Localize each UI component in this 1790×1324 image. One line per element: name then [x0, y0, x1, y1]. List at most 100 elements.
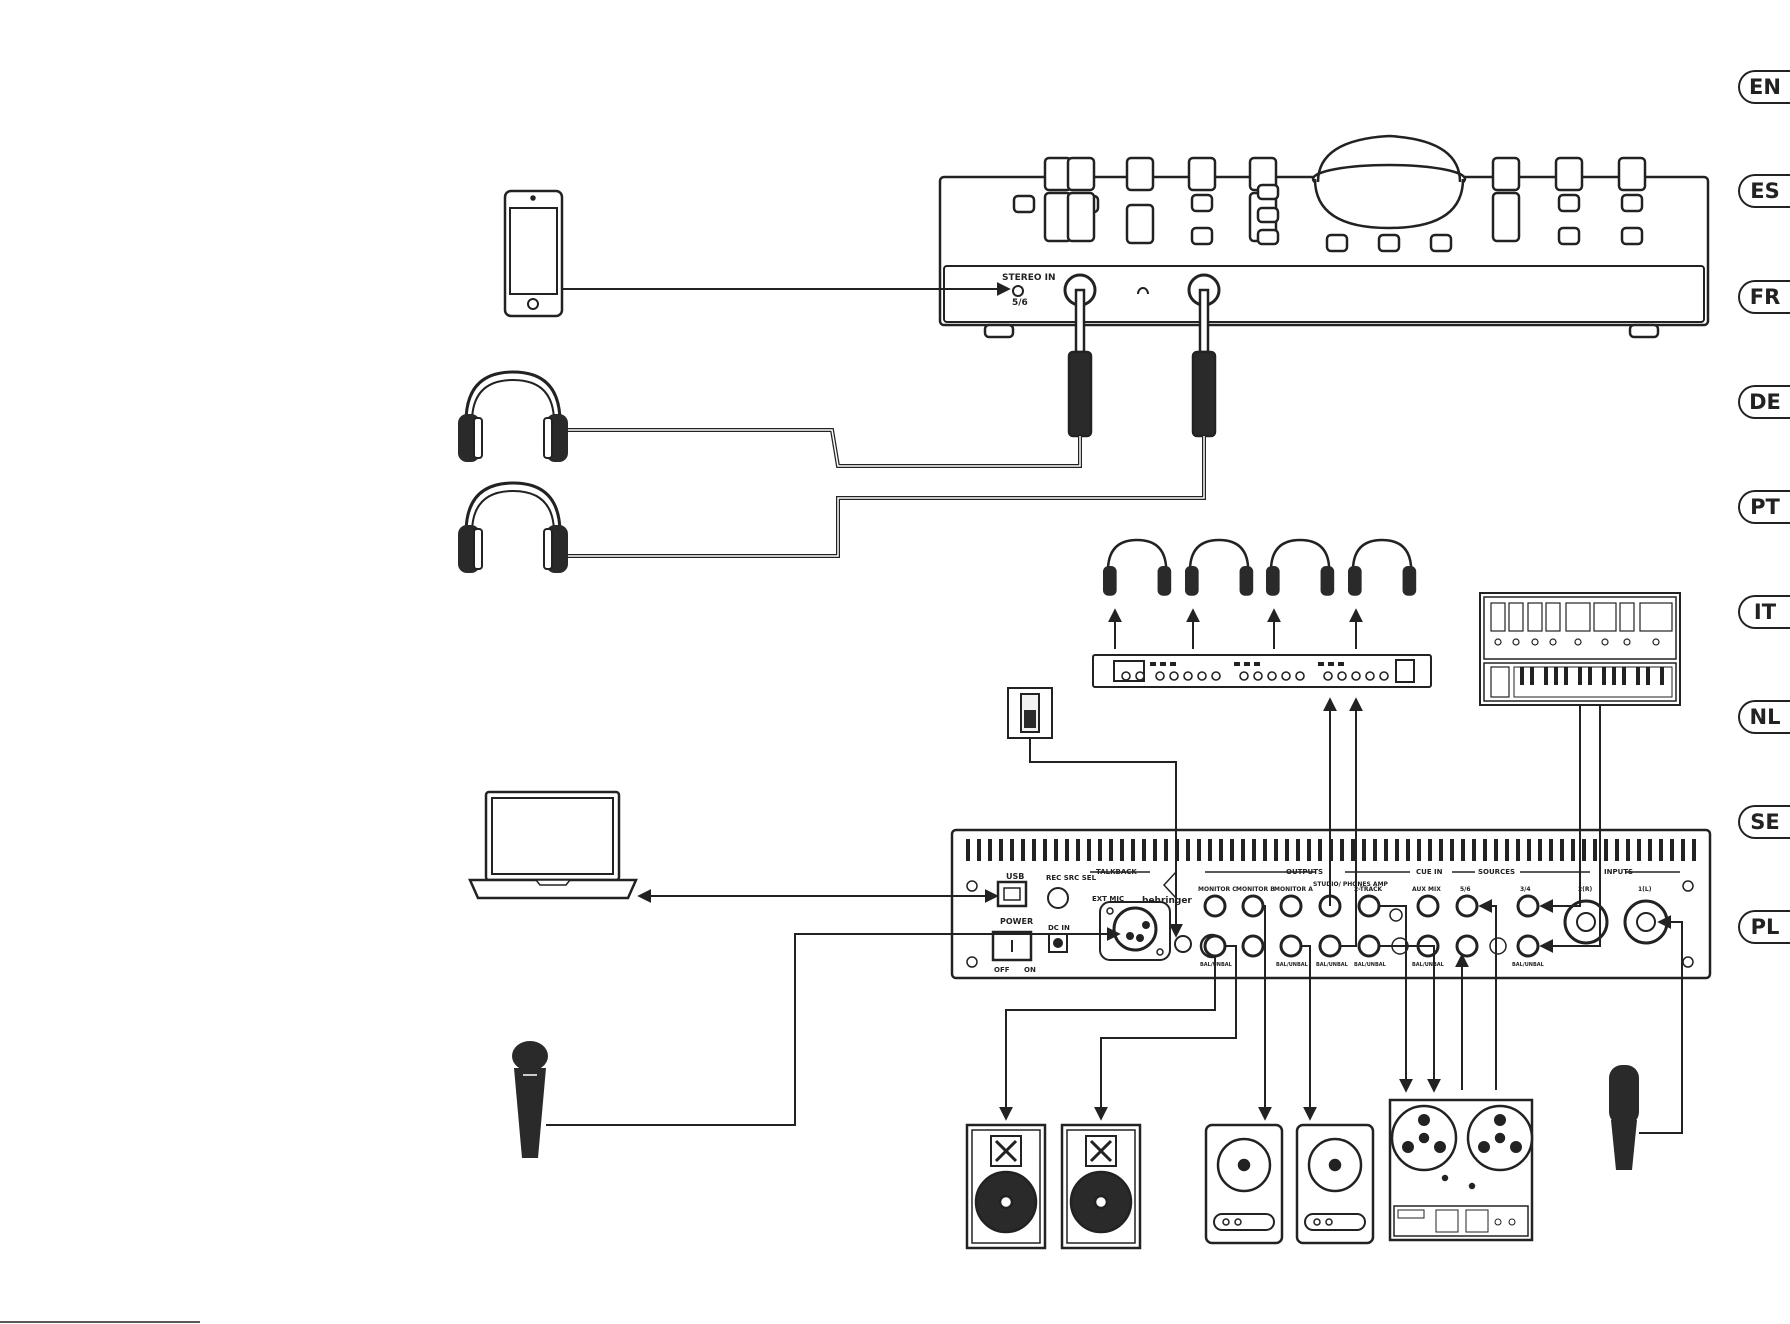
- vent-slot: [1549, 839, 1553, 861]
- headphone-amplifier: [1093, 655, 1431, 687]
- vent-slot: [1670, 839, 1674, 861]
- vent-slot: [1505, 839, 1509, 861]
- input-1l-label: 1(L): [1638, 886, 1652, 893]
- vent-slot: [1186, 839, 1190, 861]
- knob[interactable]: [1493, 158, 1519, 190]
- vent-slot: [1516, 839, 1520, 861]
- cue-in-label: CUE IN: [1416, 868, 1443, 876]
- knob[interactable]: [1493, 193, 1519, 241]
- small-monitor-speaker-icon: [1206, 1125, 1282, 1243]
- rec-src-sel-button[interactable]: [1048, 888, 1068, 908]
- knob[interactable]: [1619, 158, 1645, 190]
- smartphone-icon: [505, 191, 562, 316]
- vent-slot: [1164, 839, 1168, 861]
- ext-mic-label: EXT MIC: [1092, 895, 1124, 903]
- vent-slot: [1648, 839, 1652, 861]
- source-56-right-jack[interactable]: [1457, 936, 1477, 956]
- knob[interactable]: [1189, 158, 1215, 190]
- monitor-a-label: MONITOR A: [1274, 886, 1313, 893]
- vent-slot: [1131, 839, 1135, 861]
- vent-slot: [1318, 839, 1322, 861]
- knob[interactable]: [1068, 193, 1094, 241]
- bal-unbal-label: BAL/UNBAL: [1354, 962, 1387, 968]
- vent-slot: [1450, 839, 1454, 861]
- source-56-left-jack[interactable]: [1457, 896, 1477, 916]
- vent-slot: [1307, 839, 1311, 861]
- vent-slot: [1582, 839, 1586, 861]
- vent-slot: [1604, 839, 1608, 861]
- vent-slot: [1560, 839, 1564, 861]
- source-34-left-jack[interactable]: [1518, 896, 1538, 916]
- bal-unbal-label: BAL/UNBAL: [1316, 962, 1349, 968]
- vent-slot: [1692, 839, 1696, 861]
- off-label: OFF: [994, 966, 1010, 974]
- vent-slot: [1263, 839, 1267, 861]
- vent-slot: [1461, 839, 1465, 861]
- vent-slot: [1032, 839, 1036, 861]
- vent-slot: [1362, 839, 1366, 861]
- vent-slot: [1428, 839, 1432, 861]
- bal-unbal-label: BAL/UNBAL: [1512, 962, 1545, 968]
- vent-slot: [1417, 839, 1421, 861]
- vent-slot: [1571, 839, 1575, 861]
- monitor-a-right-jack[interactable]: [1281, 936, 1301, 956]
- knob[interactable]: [1556, 158, 1582, 190]
- brand-logo: behringer: [1142, 896, 1192, 906]
- monitor-c-left-jack[interactable]: [1205, 896, 1225, 916]
- source-34-label: 3/4: [1520, 886, 1531, 893]
- studio-monitor-speaker-icon: [1062, 1125, 1140, 1248]
- vent-slot: [1472, 839, 1476, 861]
- headphones-icon: [1103, 540, 1171, 596]
- headphones-icon: [458, 372, 568, 462]
- monitor-a-left-jack[interactable]: [1281, 896, 1301, 916]
- bal-unbal-label: BAL/UNBAL: [1276, 962, 1309, 968]
- phones-amp-right-jack[interactable]: [1320, 936, 1340, 956]
- outputs-label: OUTPUTS: [1286, 868, 1323, 876]
- vent-slot: [966, 839, 970, 861]
- monitor-c-right-jack[interactable]: [1205, 936, 1225, 956]
- talkback-label: TALKBACK: [1096, 868, 1137, 876]
- knob[interactable]: [1127, 205, 1153, 243]
- bal-unbal-label: BAL/UNBAL: [1200, 962, 1233, 968]
- monitor-b-left-jack[interactable]: [1243, 896, 1263, 916]
- vent-slot: [1219, 839, 1223, 861]
- vent-slot: [1538, 839, 1542, 861]
- vent-slot: [1087, 839, 1091, 861]
- aux-mix-left-jack[interactable]: [1418, 896, 1438, 916]
- vent-slot: [1065, 839, 1069, 861]
- vent-slot: [1615, 839, 1619, 861]
- monitor-b-right-jack[interactable]: [1243, 936, 1263, 956]
- vent-slot: [1637, 839, 1641, 861]
- two-track-left-jack[interactable]: [1359, 896, 1379, 916]
- two-track-right-jack[interactable]: [1359, 936, 1379, 956]
- vent-slot: [1351, 839, 1355, 861]
- vent-slot: [1021, 839, 1025, 861]
- microphone-icon: [512, 1041, 548, 1158]
- vent-slot: [1494, 839, 1498, 861]
- headphones-icon: [1266, 540, 1334, 596]
- inputs-label: INPUTS: [1604, 868, 1633, 876]
- vent-slot: [1659, 839, 1663, 861]
- vent-slot: [1010, 839, 1014, 861]
- vent-slot: [1252, 839, 1256, 861]
- knob[interactable]: [1127, 158, 1153, 190]
- monitor-c-label: MONITOR C: [1198, 886, 1237, 893]
- knob[interactable]: [1068, 158, 1094, 190]
- stereo-in-jack[interactable]: [1013, 286, 1023, 296]
- source-34-right-jack[interactable]: [1518, 936, 1538, 956]
- studio-monitor-speaker-icon: [967, 1125, 1045, 1248]
- condenser-microphone-icon: [1609, 1065, 1639, 1170]
- vent-slot: [1593, 839, 1597, 861]
- vent-slot: [1483, 839, 1487, 861]
- usb-label: USB: [1006, 872, 1024, 881]
- vent-slot: [1142, 839, 1146, 861]
- vent-slot: [1098, 839, 1102, 861]
- vent-slot: [1153, 839, 1157, 861]
- connection-cables: [546, 289, 1682, 1133]
- vent-slot: [1230, 839, 1234, 861]
- vent-slot: [1043, 839, 1047, 861]
- dc-in-label: DC IN: [1048, 924, 1070, 932]
- vent-slot: [1274, 839, 1278, 861]
- vent-slot: [1076, 839, 1080, 861]
- vent-slot: [1681, 839, 1685, 861]
